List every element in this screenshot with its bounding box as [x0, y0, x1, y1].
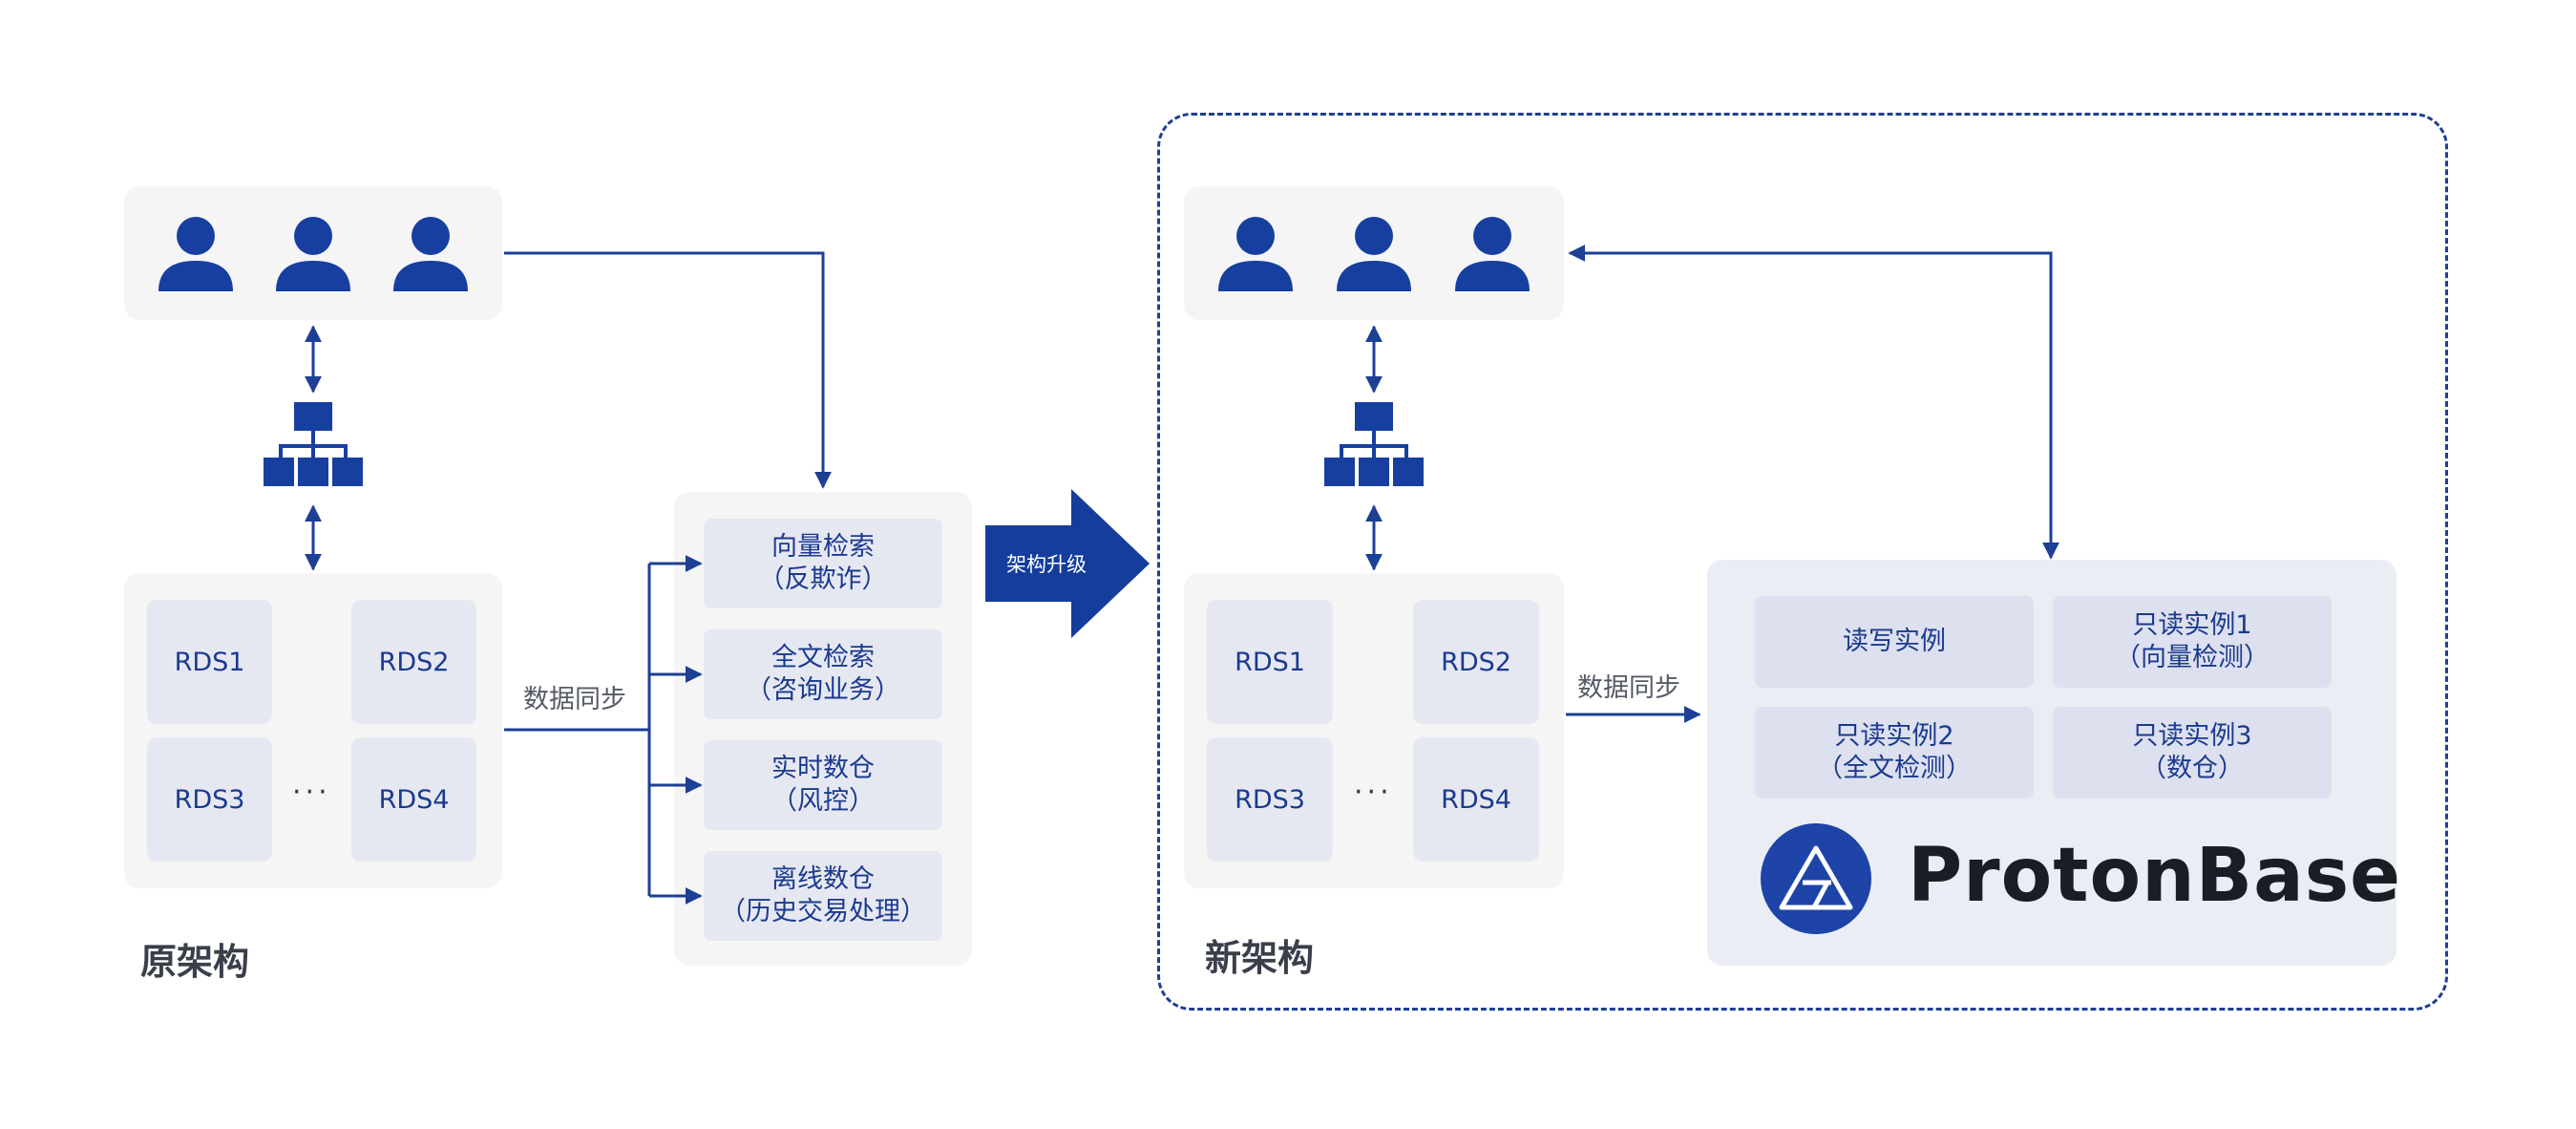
service-line2: （风控）: [771, 786, 875, 816]
service-line1: 向量检索: [771, 532, 875, 562]
old-rds-ellipsis: ···: [292, 776, 331, 809]
service-line2: （咨询业务）: [746, 675, 900, 705]
new-architecture-frame: [1157, 113, 2448, 1011]
new-sync-label: 数据同步: [1577, 673, 1680, 703]
upgrade-arrow-icon: [985, 489, 1150, 638]
protonbase-logo-icon: [1761, 823, 1871, 934]
old-rds3-node: RDS3: [147, 737, 272, 862]
user-icon: [1337, 217, 1411, 291]
service-line1: 离线数仓: [771, 864, 875, 894]
user-icon: [1218, 217, 1293, 291]
new-rds-ellipsis: ···: [1354, 776, 1393, 809]
old-sync-label: 数据同步: [523, 685, 626, 714]
user-icon: [1455, 217, 1530, 291]
hierarchy-icon: [264, 402, 363, 486]
old-architecture-title: 原架构: [140, 941, 250, 983]
instance-read-write: 读写实例: [1755, 596, 2034, 688]
instance-line1: 只读实例3: [2132, 721, 2252, 751]
new-rds3-node: RDS3: [1207, 737, 1333, 862]
old-rds1-node: RDS1: [147, 600, 272, 724]
new-architecture-title: 新架构: [1205, 937, 1315, 979]
instance-line2: （全文检测）: [1817, 754, 1972, 783]
new-rds2-node: RDS2: [1413, 600, 1539, 724]
service-vector-search: 向量检索 （反欺诈）: [704, 519, 942, 608]
user-icon: [276, 217, 350, 291]
instance-line2: （向量检测）: [2115, 643, 2270, 672]
user-icon: [158, 217, 233, 291]
protonbase-brand-text: ProtonBase: [1908, 833, 2402, 919]
old-rds4-node: RDS4: [351, 737, 476, 862]
new-users-panel: [1184, 186, 1564, 320]
service-line2: （历史交易处理）: [720, 897, 926, 927]
instance-line1: 只读实例1: [2132, 610, 2252, 640]
new-rds1-node: RDS1: [1207, 600, 1333, 724]
instance-readonly-1: 只读实例1 （向量检测）: [2053, 596, 2332, 688]
service-fulltext-search: 全文检索 （咨询业务）: [704, 629, 942, 719]
instance-readonly-3: 只读实例3 （数仓）: [2053, 707, 2332, 799]
new-rds4-node: RDS4: [1413, 737, 1539, 862]
user-icon: [393, 217, 468, 291]
service-line1: 实时数仓: [771, 754, 875, 783]
instance-line1: 读写实例: [1843, 627, 1946, 656]
instance-line1: 只读实例2: [1834, 721, 1954, 751]
service-line2: （反欺诈）: [758, 564, 888, 594]
instance-readonly-2: 只读实例2 （全文检测）: [1755, 707, 2034, 799]
old-users-panel: [124, 186, 502, 320]
service-line1: 全文检索: [771, 643, 875, 672]
service-offline-warehouse: 离线数仓 （历史交易处理）: [704, 851, 942, 941]
instance-line2: （数仓）: [2141, 754, 2244, 783]
old-rds2-node: RDS2: [351, 600, 476, 724]
hierarchy-icon: [1324, 402, 1424, 486]
service-realtime-warehouse: 实时数仓 （风控）: [704, 740, 942, 830]
upgrade-label: 架构升级: [1006, 553, 1087, 576]
